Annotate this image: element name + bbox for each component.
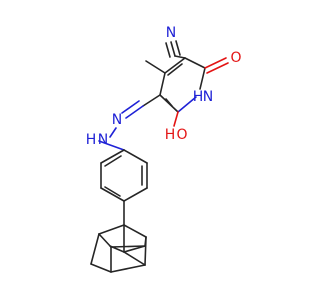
adamantane-bond-12 [110, 245, 146, 248]
adamantane-bond-4 [90, 233, 100, 265]
nitrile-to-ring-bond [174, 55, 186, 59]
hydroxyl-h-label: H [165, 127, 176, 143]
adamantane-bond-13 [144, 236, 147, 247]
bond-layer [90, 40, 229, 273]
ring-bond-c5-c4 [159, 72, 166, 96]
nitrile-bond-3 [165, 42, 171, 58]
n-n-bond [109, 127, 117, 138]
carbonyl-bond-1 [204, 57, 227, 69]
hydroxyl-bond [173, 111, 179, 127]
ketone-o-label: O [230, 50, 241, 66]
chemical-structure-diagram: N O N H O H N N H [86, 25, 242, 273]
hydroxyl-o-label: O [176, 127, 187, 143]
carbonyl-bond-2 [206, 62, 229, 74]
imine-n-label: N [112, 112, 122, 128]
adamantane-bond-9 [110, 264, 146, 273]
c5-to-ch-bond [142, 94, 161, 107]
ring-bond-c6-c5-inner [165, 98, 173, 107]
nitrile-n-label: N [166, 25, 176, 41]
atom-label-layer: N O N H O H N N H [86, 25, 242, 148]
phenyl-bond-1 [123, 149, 148, 164]
adamantane-bond-11 [98, 233, 112, 248]
adamantane-bond-7 [123, 245, 146, 253]
nitrile-bond-1 [170, 41, 176, 57]
ring-bond-c2-n1 [199, 67, 206, 90]
phenyl-inner-2 [104, 186, 121, 197]
phenyl-bond-3 [123, 187, 148, 202]
nitrile-bond-2 [175, 40, 181, 56]
nh-to-aryl-bond [98, 140, 125, 151]
adamantane-bond-1 [98, 224, 125, 235]
adamantane-bond-2 [123, 224, 147, 238]
phenyl-inner-3 [104, 155, 122, 167]
ch-n-double-bond-1 [125, 105, 144, 119]
ring-nh-n-label: N [203, 89, 213, 105]
ring-bond-n1-c6 [177, 96, 197, 113]
methyl-bond [145, 60, 166, 74]
ring-bond-c3-c4-inner [167, 63, 183, 76]
ring-bond-c3-c2 [184, 57, 206, 69]
ring-nh-h-label: H [193, 89, 204, 105]
phenyl-bond-6 [100, 149, 125, 164]
adamantane-bond-8 [90, 263, 112, 273]
phenyl-bond-4 [100, 187, 125, 202]
ch-n-double-bond-2 [121, 100, 140, 114]
adamantane-bond-14 [123, 251, 146, 266]
hydrazine-h-label: H [86, 132, 97, 148]
hydrazine-n-label: N [98, 132, 108, 148]
ring-bond-c3-c4 [164, 57, 186, 74]
